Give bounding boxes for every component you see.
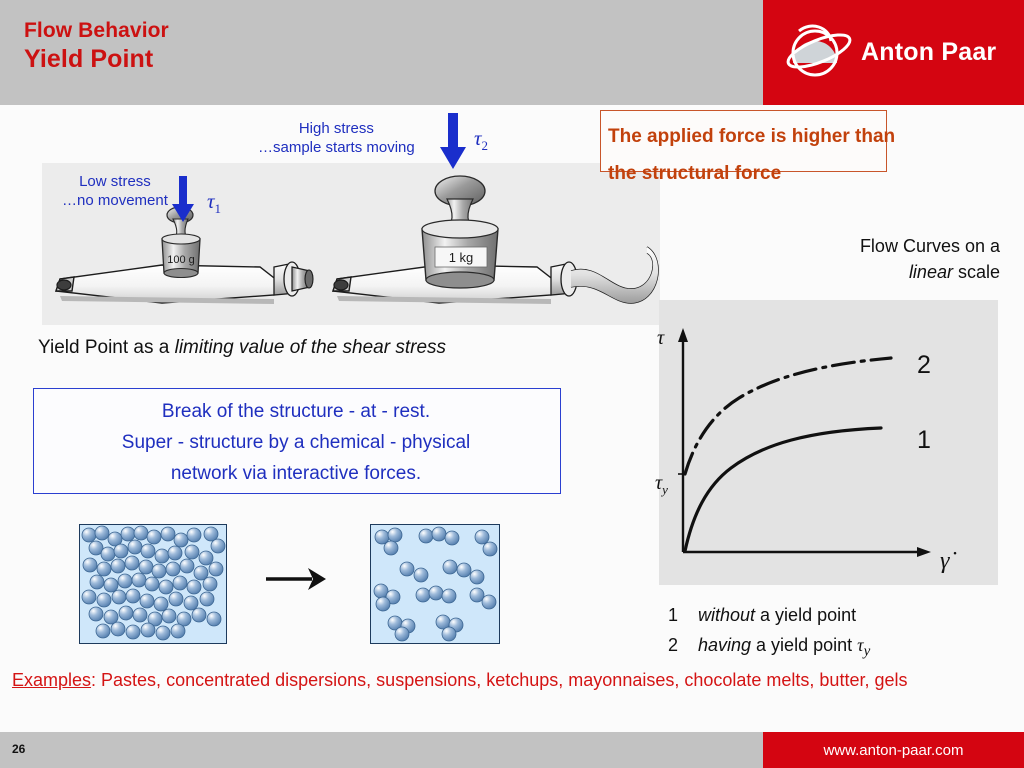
tau1-subscript: 1 [214,201,222,217]
high-stress-line1: High stress [298,120,374,137]
high-stress-label: High stress …sample starts moving [258,119,415,157]
structure-box-networked [79,524,227,644]
tau1-symbol: τ [207,189,215,213]
chart-yield-tick-label: τy [655,472,668,498]
structure-description-box [33,388,561,494]
tube-illustration-graphic: 100 g 1 kg [55,175,659,304]
tube-illustration-panel: 100 g 1 kg [42,163,660,325]
atom-orbit-icon [786,24,852,77]
networked-spheres-graphic [81,525,226,641]
legend-item-2: 2 having a yield point τy [668,630,870,667]
legend-tau-symbol: τ [857,635,864,655]
chart-legend: 1 without a yield point 2 having a yield p… [668,600,870,667]
callout-box [600,110,887,172]
legend-emphasis-2: having [698,635,752,655]
chart-y-axis-label: τ [657,327,665,349]
tau2-subscript: 2 [481,138,489,154]
structure-box-broken [370,524,500,644]
page-number: 26 [12,742,26,756]
legend-tau-subscript: y [863,643,871,660]
caption-emphasis: limiting value of the shear stress [174,337,447,358]
curve-label-1: 1 [917,426,931,454]
legend-rest-2: a yield point [751,635,858,655]
slide-header: Flow Behavior Yield Point Anton Paar [0,0,1024,105]
tau2-label: τ2 [474,126,488,154]
examples-text: Examples: Pastes, concentrated dispersio… [12,667,1002,694]
chart-title: Flow Curves on a linear scale [700,233,1000,285]
down-arrow-icon-tau1 [172,176,194,222]
tau2-symbol: τ [474,126,482,150]
brand-logo-box: Anton Paar [763,0,1024,105]
legend-number-1: 1 [668,605,679,625]
low-stress-line1: Low stress [79,173,151,190]
header-title-group: Flow Behavior Yield Point [24,18,169,74]
chart-title-suffix: scale [952,262,1000,282]
svg-text:1 kg: 1 kg [449,250,474,265]
broken-clusters-graphic [373,526,498,642]
low-stress-line2: …no movement [62,192,168,209]
high-stress-line2: …sample starts moving [258,139,415,156]
svg-text:100 g: 100 g [167,254,195,266]
yield-point-caption: Yield Point as a limiting value of the s… [38,337,446,359]
blue-box-line2: Super - structure by a chemical - physic… [121,432,471,453]
caption-prefix: Yield Point as a [38,337,175,358]
low-stress-label: Low stress …no movement [62,172,168,210]
structure-description-text: Break of the structure - at - rest. Supe… [33,396,559,489]
examples-body: : Pastes, concentrated dispersions, susp… [91,670,908,690]
legend-number-2: 2 [668,635,679,655]
right-arrow-icon [266,568,326,590]
down-arrow-icon-tau2 [440,113,466,169]
chart-x-axis-label: γ̇ [940,548,950,574]
yield-tick-subscript: y [662,482,668,497]
yield-tick-symbol: τ [655,472,663,494]
chart-title-emphasis: linear [908,262,953,282]
legend-emphasis-1: without [698,605,756,625]
callout-text: The applied force is higher than the str… [608,126,896,184]
footer-url: www.anton-paar.com [823,741,964,759]
slide-footer: 26 www.anton-paar.com [0,732,1024,768]
blue-box-line3: network via interactive forces. [170,463,422,484]
page-title-line2: Yield Point [24,45,154,73]
flow-curves-chart [659,300,998,585]
page-title-line1: Flow Behavior [24,19,169,42]
footer-red-bar [763,732,1024,768]
blue-box-line1: Break of the structure - at - rest. [161,401,431,422]
flow-curves-graphic [678,328,931,557]
curve-label-2: 2 [917,351,931,379]
tau1-label: τ1 [207,189,221,217]
examples-label: Examples [12,670,92,690]
brand-logo-text: Anton Paar [861,37,997,66]
legend-rest-1: a yield point [755,605,857,625]
legend-item-1: 1 without a yield point [668,600,870,630]
chart-title-line1: Flow Curves on a [859,236,1000,256]
